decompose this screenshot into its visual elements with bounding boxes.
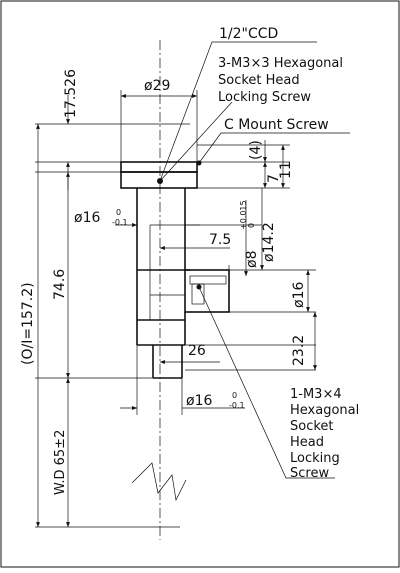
tol-8-upper: +0.015 — [239, 200, 248, 230]
dim-dia-8: ø8 — [244, 251, 260, 268]
hex-screw-3-line3: Locking Screw — [218, 90, 311, 105]
tol-lower-upper: 0 — [232, 391, 237, 400]
break-symbol — [131, 462, 187, 502]
dim-74-6: 74.6 — [52, 269, 68, 300]
tol-8-lower: 0 — [247, 223, 256, 228]
dim-dia-14-2: ø14.2 — [261, 222, 277, 262]
dim-dia-16-side: ø16 — [291, 282, 307, 308]
dim-dia-29: ø29 — [144, 78, 170, 94]
tol-lower-lower: -0.1 — [229, 401, 245, 410]
c-mount-leader — [198, 132, 350, 164]
dim-dia-16-lower: ø16 — [186, 393, 212, 409]
hex-screw-1-line2: Hexagonal — [290, 403, 359, 418]
dim-4: (4) — [248, 140, 264, 160]
hex-screw-1-line3: Socket — [290, 419, 334, 434]
dim-26: 26 — [188, 343, 206, 359]
hex-screw-3-line1: 3-M3×3 Hexagonal — [218, 56, 343, 71]
hex-screw-3-leader — [159, 101, 233, 182]
dim-23-2: 23.2 — [291, 335, 307, 366]
hex-screw-3-line2: Socket Head — [218, 73, 300, 88]
tol-upper-upper: 0 — [116, 208, 121, 217]
dim-17-526: 17.526 — [63, 69, 79, 118]
camera-flange — [120, 161, 198, 173]
hex-screw-1-leader — [198, 286, 335, 479]
locking-screw-hole — [191, 283, 205, 305]
ccd-label: 1/2"CCD — [219, 26, 278, 42]
dim-overall-length: (O/I=157.2) — [20, 282, 36, 365]
tol-upper-lower: -0.1 — [112, 218, 128, 227]
dim-working-distance: W.D 65±2 — [53, 430, 68, 495]
dim-dia-16-upper: ø16 — [74, 210, 100, 226]
dim-7-5: 7.5 — [209, 232, 231, 248]
focus-ring — [184, 269, 230, 313]
hex-screw-1-line5: Locking — [290, 451, 340, 466]
hex-screw-1-line1: 1-M3×4 — [290, 387, 342, 402]
hex-screw-1-line4: Head — [290, 435, 324, 450]
dim-11: 11 — [278, 161, 294, 179]
ccd-leader — [159, 41, 317, 182]
c-mount-label: C Mount Screw — [224, 117, 329, 133]
dim-7: 7 — [266, 174, 282, 183]
hex-screw-1-line6: Screw — [290, 466, 329, 481]
